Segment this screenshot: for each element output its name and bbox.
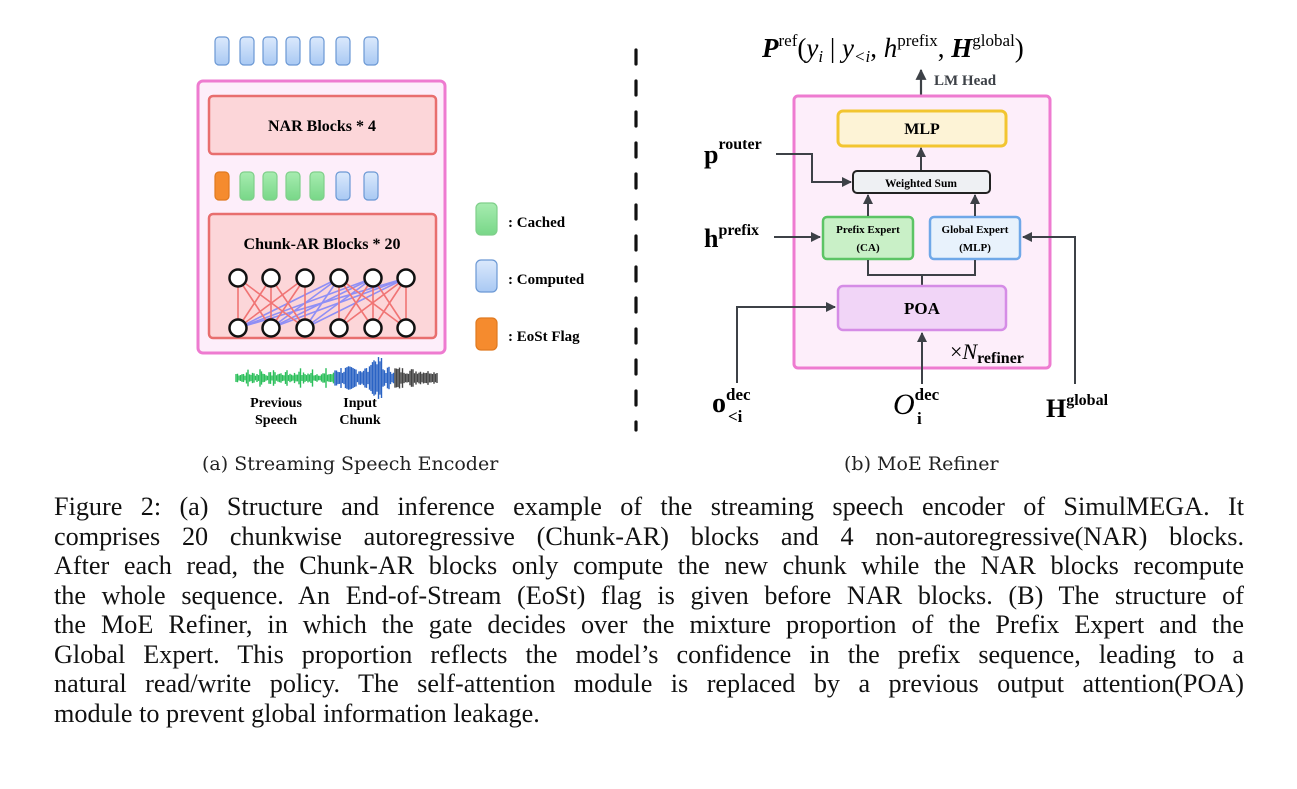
o-dec-prev-arrow — [736, 302, 836, 383]
input-chunk-label-1: Input — [343, 396, 377, 411]
weighted-sum-label: Weighted Sum — [885, 178, 957, 190]
token-computed — [262, 36, 278, 66]
token-cached — [239, 171, 255, 201]
node-top — [261, 268, 281, 288]
global-expert-label-2: (MLP) — [959, 242, 991, 254]
mlp-block — [836, 109, 1008, 148]
node-top — [228, 268, 248, 288]
token-computed — [335, 36, 351, 66]
h-global-arrow — [1022, 232, 1076, 384]
cross-chunk-edge — [304, 277, 340, 329]
nar-blocks-label: NAR Blocks * 4 — [268, 118, 376, 135]
figure-caption: Figure 2: (a) Structure and inference ex… — [54, 492, 1244, 728]
poa-to-experts-fork — [867, 260, 976, 285]
o-dec-i-label: Odec — [893, 385, 940, 421]
o-dec-i-sub: i — [917, 409, 922, 428]
token-computed — [363, 171, 379, 201]
repeat-label: ×Nrefiner — [950, 339, 1024, 367]
output-probability-formula: Pref(yi | y<i, hprefix, Hglobal) — [761, 31, 1024, 66]
token-computed — [335, 171, 351, 201]
p-router-label: prouter — [704, 136, 762, 169]
in-chunk-edge — [270, 277, 306, 329]
input-chunk-label-2: Chunk — [339, 413, 380, 428]
token-cached — [309, 171, 325, 201]
poa-label: POA — [904, 299, 941, 318]
token-cached — [262, 171, 278, 201]
legend-swatch-cached — [475, 202, 498, 236]
caption-line: comprises 20 chunkwise autoregressive (C… — [54, 521, 1244, 551]
prefix-expert-label-1: Prefix Expert — [836, 224, 900, 236]
token-computed — [214, 36, 230, 66]
prefix-expert-block — [821, 215, 915, 261]
speech-waveform — [235, 357, 438, 399]
token-computed — [239, 36, 255, 66]
in-chunk-edge — [372, 277, 407, 329]
in-chunk-edge — [237, 277, 272, 329]
global-expert-label-1: Global Expert — [942, 224, 1009, 236]
caption-line: Global Expert. This proportion reflects … — [54, 639, 1244, 669]
p-router-arrow — [776, 153, 852, 187]
o-dec-prev-sub: <i — [728, 407, 743, 426]
legend-label-computed: : Computed — [508, 272, 585, 288]
node-bottom — [295, 318, 315, 338]
subcaption-b: (b) MoE Refiner — [844, 453, 999, 475]
panel-b-moe-refiner: Pref(yi | y<i, hprefix, Hglobal) LM Head… — [704, 31, 1109, 428]
poa-block — [836, 284, 1008, 332]
node-bottom — [329, 318, 349, 338]
caption-line: the MoE Refiner, in which the gate decid… — [54, 610, 1244, 639]
global-expert-block — [928, 215, 1022, 261]
node-bottom — [228, 318, 248, 338]
weighted-sum-block — [852, 170, 991, 194]
mlp-label: MLP — [904, 121, 940, 138]
node-top — [329, 268, 349, 288]
panel-a-streaming-encoder: NAR Blocks * 4 Chunk-AR Blocks * 20 Prev… — [196, 36, 638, 432]
legend-label-eost: : EoSt Flag — [508, 329, 580, 345]
nar-blocks — [207, 94, 438, 156]
legend-swatch-eost — [475, 317, 498, 351]
legend: : Cached : Computed : EoSt Flag — [475, 202, 585, 351]
node-top — [363, 268, 383, 288]
caption-line: Figure 2: (a) Structure and inference ex… — [54, 492, 1244, 521]
previous-speech-label-2: Speech — [255, 413, 297, 428]
node-top — [295, 268, 315, 288]
legend-label-cached: : Cached — [508, 215, 566, 231]
in-chunk-edge — [237, 277, 306, 329]
caption-line: the whole sequence. An End-of-Stream (Eo… — [54, 580, 1244, 610]
node-bottom — [363, 318, 383, 338]
token-computed — [285, 36, 301, 66]
previous-speech-label-1: Previous — [250, 396, 302, 411]
in-chunk-edge — [338, 277, 407, 329]
caption-line: natural read/write policy. The self-atte… — [54, 669, 1244, 698]
node-top — [396, 268, 416, 288]
token-eost — [214, 171, 230, 201]
prefix-expert-label-2: (CA) — [856, 242, 880, 254]
output-token-row — [214, 36, 379, 66]
token-cached — [285, 171, 301, 201]
node-bottom — [261, 318, 281, 338]
caption-line: module to prevent global information lea… — [54, 698, 540, 728]
token-computed — [309, 36, 325, 66]
caption-line: After each read, the Chunk-AR blocks onl… — [54, 551, 1244, 580]
legend-swatch-computed — [475, 259, 498, 293]
chunk-attention-graph — [228, 268, 416, 338]
token-computed — [363, 36, 379, 66]
h-global-label: Hglobal — [1046, 392, 1109, 423]
chunk-ar-blocks-label: Chunk-AR Blocks * 20 — [244, 236, 401, 253]
intermediate-token-row — [214, 171, 379, 201]
subcaption-a: (a) Streaming Speech Encoder — [202, 453, 499, 475]
node-bottom — [396, 318, 416, 338]
o-dec-prev-label: odec — [712, 385, 751, 419]
h-prefix-label: hprefix — [704, 222, 759, 253]
lm-head-label: LM Head — [934, 73, 997, 89]
in-chunk-edge — [338, 277, 374, 329]
